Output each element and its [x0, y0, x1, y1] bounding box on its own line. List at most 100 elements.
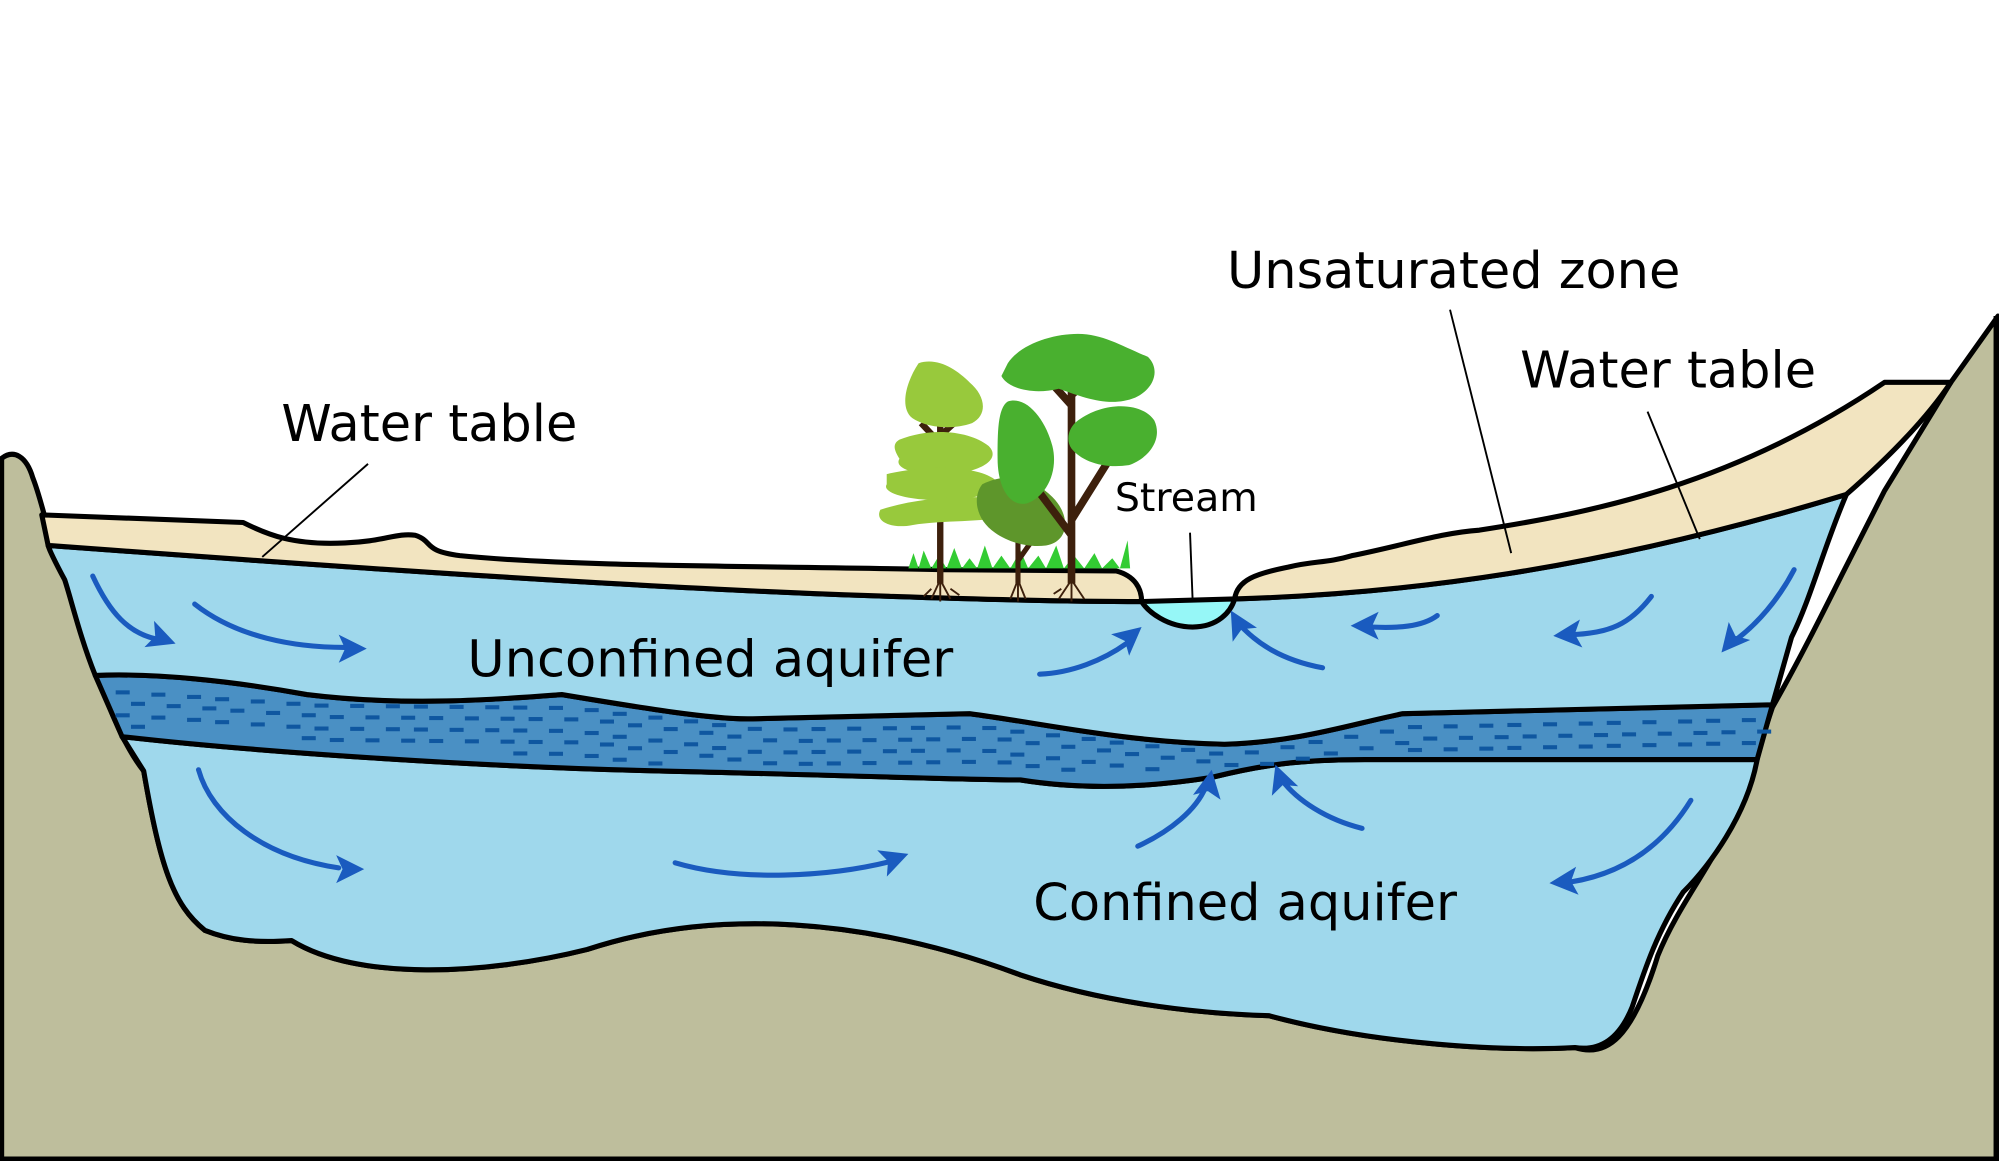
confining-dash [1359, 746, 1374, 751]
confining-dash [1479, 723, 1494, 728]
flow-arrow-head [1193, 769, 1221, 800]
confining-dash [1507, 722, 1522, 728]
confining-dash [1224, 762, 1239, 768]
confining-dash [847, 726, 862, 731]
confining-dash [1757, 729, 1772, 734]
flow-arrow-shaft [192, 601, 348, 650]
flow-arrow-shaft [1037, 641, 1129, 677]
confining-dash [513, 728, 528, 733]
confining-dash [548, 705, 564, 710]
label-stream: Stream [1115, 475, 1258, 521]
confining-dash [130, 724, 145, 729]
confining-dash [115, 713, 130, 718]
label-confined-aquifer: Confined aquifer [1033, 874, 1457, 933]
unsaturated-zone-right [1232, 379, 1954, 602]
confining-dash [350, 726, 365, 731]
confining-dash [1407, 725, 1422, 730]
confining-dash [584, 730, 599, 736]
confining-dash [429, 738, 444, 744]
confining-dash [747, 726, 762, 731]
confining-dash [485, 728, 500, 733]
confining-dash [1081, 736, 1096, 742]
confining-dash [151, 692, 166, 697]
confining-dash [982, 748, 997, 754]
confining-dash [763, 738, 778, 743]
confining-dash [1594, 733, 1609, 738]
flow-arrow-head [1111, 627, 1142, 656]
confining-dash [548, 751, 564, 756]
flow-arrow-head [336, 855, 365, 884]
confining-dash [1678, 742, 1693, 747]
flow-arrow-shaft [1368, 612, 1440, 630]
flow-arrow-shaft [1135, 785, 1208, 849]
confining-dash [699, 730, 714, 735]
confining-dash [385, 727, 400, 732]
confining-dash [513, 751, 528, 756]
confining-dash [1061, 767, 1076, 772]
confining-dash [699, 753, 714, 758]
confining-dash [1642, 743, 1657, 748]
confining-dash [365, 715, 380, 720]
confining-dash [783, 750, 798, 755]
confining-dash [528, 739, 543, 745]
confining-dash [385, 704, 400, 709]
confining-dash [1522, 734, 1537, 739]
flow-arrow-head [1271, 764, 1299, 796]
confining-dash [727, 757, 742, 762]
confining-dash [1145, 744, 1160, 749]
confining-dash [1558, 733, 1573, 738]
tree-big [997, 333, 1157, 584]
confining-dash [747, 749, 762, 754]
flow-arrow-head [338, 634, 367, 663]
confining-dash [1741, 741, 1756, 746]
flow-arrow-shaft [1568, 593, 1654, 638]
label-unconfined-aquifer: Unconfined aquifer [467, 631, 953, 690]
confining-dash [151, 715, 166, 720]
confining-dash [882, 726, 897, 731]
leader-stream [1189, 532, 1194, 600]
confining-dash [882, 749, 897, 754]
confining-dash [413, 727, 428, 732]
confining-dash [1025, 764, 1040, 769]
flow-arrow-shaft [1279, 777, 1365, 831]
confining-dash [1323, 751, 1338, 756]
confining-dash [314, 726, 329, 731]
confining-dash [612, 711, 627, 716]
confining-dash [1046, 756, 1061, 761]
label-water-table-right: Water table [1520, 341, 1816, 400]
confining-dash [1606, 743, 1621, 748]
confining-dash [898, 760, 913, 765]
confining-dash [464, 739, 479, 744]
confining-dash [1025, 741, 1040, 746]
flow-arrow-head [1553, 619, 1583, 648]
confining-dash [826, 738, 841, 743]
confining-dash [401, 738, 416, 743]
confining-dash [115, 690, 130, 695]
leader-unsaturated-zone [1449, 309, 1513, 554]
unsaturated-zone-left [39, 512, 1145, 605]
confining-dash [1578, 744, 1593, 749]
confining-dash [997, 760, 1012, 765]
confining-dash [166, 704, 181, 709]
tree-light [879, 361, 1008, 584]
confining-dash [584, 753, 599, 759]
confining-dash [926, 760, 941, 765]
flow-arrows [90, 567, 1797, 895]
confining-dash [429, 716, 444, 721]
confining-dash [1379, 729, 1394, 734]
confining-dash [1407, 747, 1422, 753]
confining-dash [763, 761, 778, 766]
confining-dash [464, 716, 479, 721]
confining-dash [982, 725, 997, 731]
confining-dash [961, 736, 976, 741]
flow-arrow-head [1721, 622, 1751, 653]
confining-dash [1507, 745, 1522, 750]
confining-dash [215, 720, 230, 725]
confining-dash [1010, 752, 1025, 757]
confining-dash [1693, 730, 1708, 736]
confining-dash [1479, 746, 1494, 751]
confining-dash [365, 738, 380, 743]
confining-dash [266, 710, 281, 715]
confining-dash [1096, 748, 1112, 753]
